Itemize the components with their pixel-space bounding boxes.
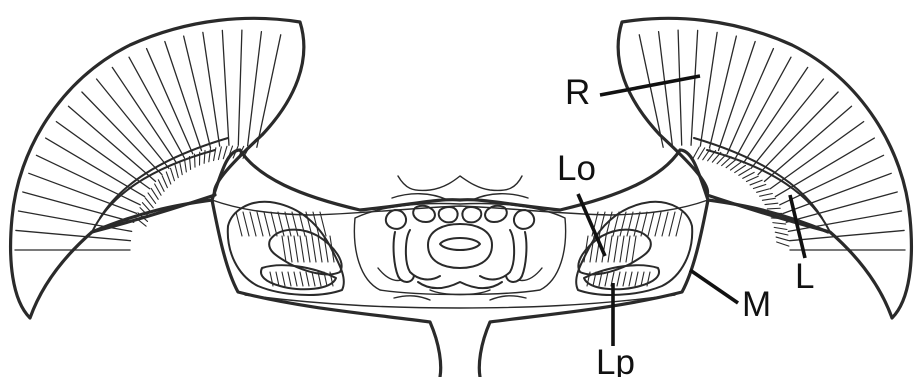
label-Lo: Lo xyxy=(557,149,605,256)
right-lobe xyxy=(576,202,692,295)
label-M: M xyxy=(690,270,771,324)
left-fan-rays xyxy=(11,18,304,318)
left-lobe xyxy=(228,202,344,295)
label-L: L xyxy=(790,195,814,296)
central-body xyxy=(92,150,828,377)
label-Lp-text: Lp xyxy=(596,343,635,377)
label-Lo-text: Lo xyxy=(557,149,596,188)
label-R-text: R xyxy=(565,73,590,112)
label-Lp: Lp xyxy=(596,283,635,377)
label-L-text: L xyxy=(795,257,814,296)
label-M-text: M xyxy=(742,285,771,324)
